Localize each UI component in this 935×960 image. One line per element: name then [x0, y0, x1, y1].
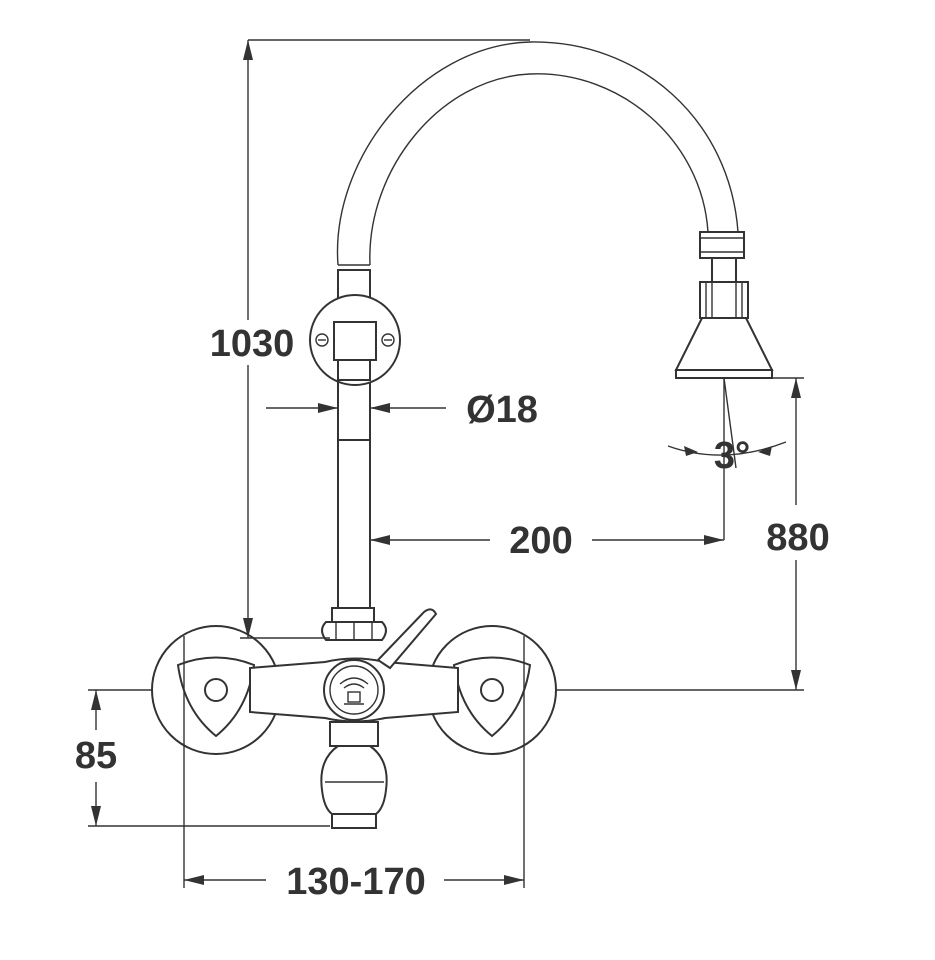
dimensions: 1030 Ø18 3° 200	[75, 39, 830, 903]
dim-inlet-spacing-label: 130-170	[286, 861, 425, 903]
diverter-knob	[320, 721, 388, 829]
dim-pipe-diameter-label: Ø18	[466, 389, 538, 431]
gooseneck-spout	[336, 41, 739, 266]
dim-spray-angle-label: 3°	[714, 435, 750, 477]
dim-reach-label: 200	[509, 520, 572, 562]
swivel-nut	[321, 607, 387, 641]
standpipe-lower	[337, 439, 371, 609]
dim-total-height-label: 1030	[210, 323, 295, 365]
dim-inlet-spacing	[183, 636, 525, 888]
lever-handle	[376, 608, 438, 670]
faucet	[151, 41, 774, 829]
dim-spray-angle	[667, 377, 787, 540]
wall-bracket	[309, 294, 401, 386]
dim-outlet-height-label: 880	[766, 517, 829, 559]
dim-pipe-diameter	[266, 403, 446, 413]
dim-outlet-height	[556, 377, 804, 691]
dim-inlet-height	[88, 689, 330, 827]
dim-inlet-height-label: 85	[75, 735, 117, 777]
cartridge-dial	[323, 659, 385, 721]
dim-total-height	[240, 39, 530, 639]
spray-head	[674, 231, 774, 379]
dim-reach	[370, 535, 724, 545]
